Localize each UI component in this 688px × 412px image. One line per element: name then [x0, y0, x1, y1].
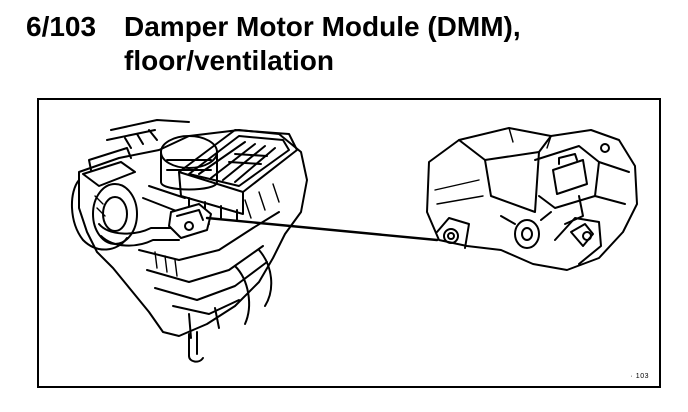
hvac-assembly-drawing	[70, 119, 308, 363]
section-number: 6/103	[26, 11, 97, 42]
section-title: Damper Motor Module (DMM), floor/ventila…	[124, 10, 644, 78]
figure-reference-code: · 103	[630, 373, 649, 380]
technical-illustration	[70, 119, 638, 363]
damper-motor-module-drawing	[426, 127, 638, 271]
leader-line	[205, 216, 439, 242]
figure-frame: · 103	[37, 98, 661, 388]
section-title-line-1: Damper Motor Module (DMM),	[124, 11, 521, 42]
section-title-line-2: floor/ventilation	[124, 45, 334, 76]
